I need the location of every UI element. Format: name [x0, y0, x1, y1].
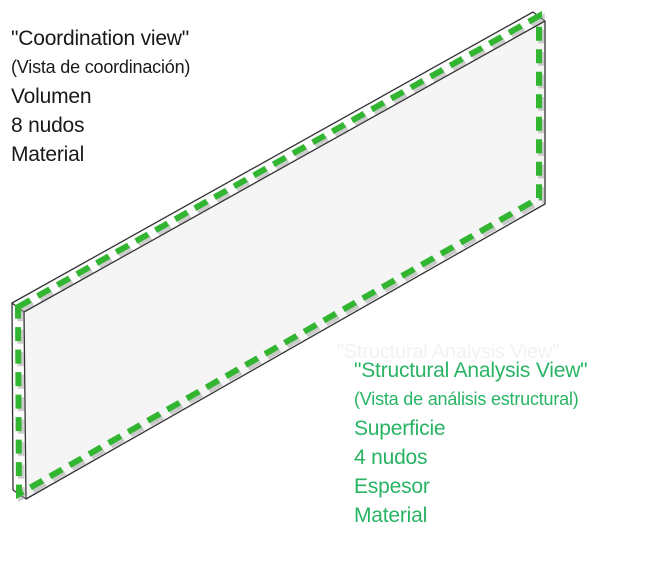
structural-item-material: Material: [354, 504, 428, 527]
coordination-item-volumen: Volumen: [11, 85, 92, 108]
structural-item-superficie: Superficie: [354, 417, 446, 440]
analysis-midplane-dash-shadow: [17, 13, 545, 503]
coordination-title: "Coordination view": [11, 27, 190, 50]
coordination-annotation: "Coordination view" (Vista de coordinaci…: [11, 24, 190, 169]
coordination-item-material: Material: [11, 143, 85, 166]
structural-subtitle: (Vista de análisis estructural): [354, 389, 579, 409]
structural-item-nudos: 4 nudos: [354, 446, 428, 469]
wall-front-face: [24, 21, 545, 499]
coordination-item-nudos: 8 nudos: [11, 114, 85, 137]
wall-outline: [11, 11, 546, 500]
coordination-subtitle: (Vista de coordinación): [11, 57, 191, 77]
structural-annotation: "Structural Analysis View" (Vista de aná…: [354, 356, 588, 530]
structural-title: "Structural Analysis View": [354, 359, 588, 382]
ghost-text-artifact: "Structural Analysis View": [337, 341, 560, 363]
analysis-midplane-dashes: [14, 10, 542, 500]
structural-item-espesor: Espesor: [354, 475, 430, 498]
